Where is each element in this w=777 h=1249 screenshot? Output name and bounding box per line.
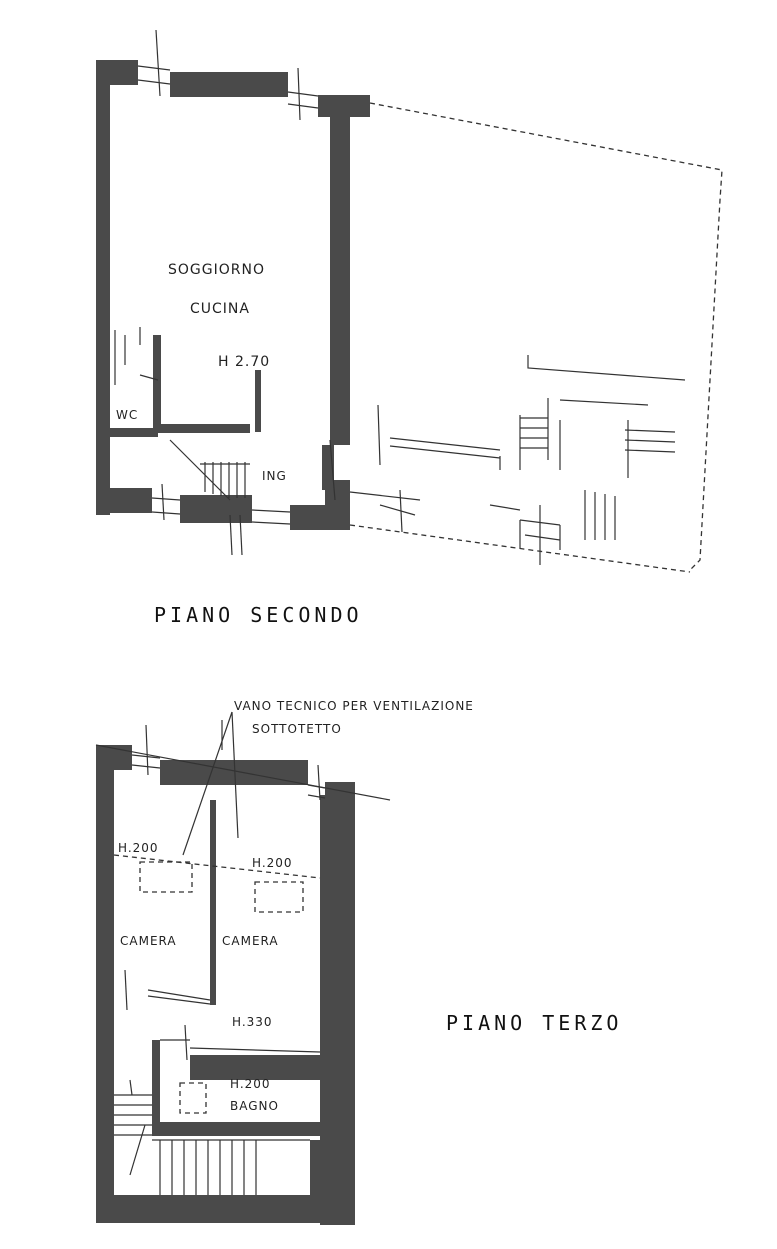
room-height-camera-right: H.200 [252, 856, 293, 870]
skylight-1 [139, 861, 193, 893]
wall-partition [255, 370, 261, 432]
terrace-details [329, 355, 686, 565]
annotation-vano-tecnico: VANO TECNICO PER VENTILAZIONE [234, 699, 474, 713]
room-label-bagno: BAGNO [230, 1099, 279, 1113]
room-height-camera-left: H.200 [118, 841, 159, 855]
wall-top-left [96, 60, 138, 85]
room-height-main: H.330 [232, 1015, 273, 1029]
wall-bagno-top [190, 1055, 322, 1080]
wall-top-mid [170, 72, 288, 97]
skylight-2 [254, 881, 304, 913]
wall-right [330, 100, 350, 445]
skylight-3 [179, 1082, 207, 1114]
roof-line [95, 744, 391, 801]
room-label-camera-right: CAMERA [222, 934, 279, 948]
stairs-secondo [169, 439, 250, 501]
floor-plan-piano-terzo: VANO TECNICO PER VENTILAZIONE SOTTOTETTO… [95, 699, 622, 1225]
room-label-ingresso: ING [262, 469, 287, 483]
room-label-wc: WC [116, 408, 138, 422]
room-label-soggiorno: SOGGIORNO [168, 262, 265, 278]
doors-terzo [124, 969, 321, 1061]
room-height-label: H 2.70 [218, 354, 270, 370]
room-label-camera-left: CAMERA [120, 934, 177, 948]
wall-bottom-mid [180, 495, 252, 523]
window-bottom-left [151, 483, 181, 521]
wall-left [96, 60, 110, 515]
floor-title-secondo: PIANO SECONDO [154, 603, 363, 627]
wall-bottom-left [96, 488, 152, 513]
wall-camera-divider [210, 800, 216, 1005]
wall-top-left [96, 745, 132, 770]
annotation-sottotetto: SOTTOTETTO [252, 722, 342, 736]
terrace-outline [349, 102, 723, 573]
wall-wc-right [153, 335, 161, 430]
floor-title-terzo: PIANO TERZO [446, 1011, 622, 1035]
door-wc [114, 327, 159, 385]
room-label-cucina: CUCINA [190, 301, 250, 317]
wall-right [320, 795, 355, 1225]
wall-bagno-bottom [152, 1122, 322, 1136]
height-change-line [113, 854, 321, 879]
window-top-right [307, 764, 326, 801]
room-height-bagno: H.200 [230, 1077, 271, 1091]
window-top-left [137, 29, 171, 97]
wall-left [96, 745, 114, 1220]
annotation-leaders [182, 711, 239, 856]
wall-wc-bottom [108, 428, 158, 437]
wall-stair-right [310, 1140, 325, 1200]
floor-plan-piano-secondo: SOGGIORNO CUCINA H 2.70 WC ING PIANO SEC… [96, 29, 723, 627]
window-top-left [131, 724, 161, 776]
window-bottom-right [229, 509, 291, 556]
stairs-terzo [114, 1079, 310, 1195]
wall-kitchen-bottom [158, 424, 250, 433]
window-top-right [287, 67, 319, 121]
wall-bagno-left [152, 1040, 160, 1130]
